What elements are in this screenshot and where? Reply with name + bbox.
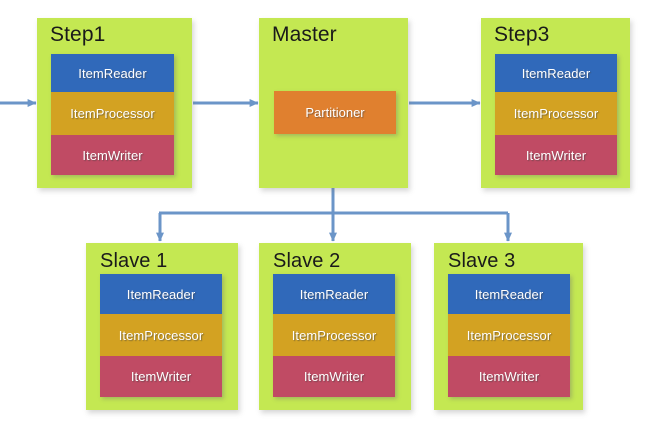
node-master[interactable]: Master Partitioner bbox=[259, 18, 408, 188]
node-slave3-stack: ItemReader ItemProcessor ItemWriter bbox=[448, 274, 570, 397]
node-step1-title: Step1 bbox=[50, 23, 106, 46]
slave2-item-writer[interactable]: ItemWriter bbox=[273, 356, 395, 397]
slave1-item-writer[interactable]: ItemWriter bbox=[100, 356, 222, 397]
node-slave2-stack: ItemReader ItemProcessor ItemWriter bbox=[273, 274, 395, 397]
node-step3-title: Step3 bbox=[494, 23, 550, 46]
slave1-item-reader[interactable]: ItemReader bbox=[100, 274, 222, 314]
node-step3[interactable]: Step3 ItemReader ItemProcessor ItemWrite… bbox=[481, 18, 630, 188]
node-slave1[interactable]: Slave 1 ItemReader ItemProcessor ItemWri… bbox=[86, 243, 238, 410]
step1-item-processor[interactable]: ItemProcessor bbox=[51, 92, 174, 135]
node-slave3-title: Slave 3 bbox=[448, 250, 516, 272]
node-slave1-stack: ItemReader ItemProcessor ItemWriter bbox=[100, 274, 222, 397]
slave1-item-processor[interactable]: ItemProcessor bbox=[100, 314, 222, 356]
node-step1[interactable]: Step1 ItemReader ItemProcessor ItemWrite… bbox=[37, 18, 192, 188]
node-slave1-title: Slave 1 bbox=[100, 250, 168, 272]
step3-item-writer[interactable]: ItemWriter bbox=[495, 135, 617, 175]
master-partitioner[interactable]: Partitioner bbox=[274, 91, 396, 134]
node-step3-stack: ItemReader ItemProcessor ItemWriter bbox=[495, 54, 617, 175]
node-step1-stack: ItemReader ItemProcessor ItemWriter bbox=[51, 54, 174, 175]
node-slave3[interactable]: Slave 3 ItemReader ItemProcessor ItemWri… bbox=[434, 243, 583, 410]
node-master-title: Master bbox=[272, 23, 337, 46]
slave2-item-reader[interactable]: ItemReader bbox=[273, 274, 395, 314]
node-slave2[interactable]: Slave 2 ItemReader ItemProcessor ItemWri… bbox=[259, 243, 411, 410]
slave3-item-processor[interactable]: ItemProcessor bbox=[448, 314, 570, 356]
node-slave2-title: Slave 2 bbox=[273, 250, 341, 272]
step1-item-reader[interactable]: ItemReader bbox=[51, 54, 174, 92]
step1-item-writer[interactable]: ItemWriter bbox=[51, 135, 174, 175]
step3-item-processor[interactable]: ItemProcessor bbox=[495, 92, 617, 135]
slave3-item-reader[interactable]: ItemReader bbox=[448, 274, 570, 314]
slave3-item-writer[interactable]: ItemWriter bbox=[448, 356, 570, 397]
slave2-item-processor[interactable]: ItemProcessor bbox=[273, 314, 395, 356]
step3-item-reader[interactable]: ItemReader bbox=[495, 54, 617, 92]
